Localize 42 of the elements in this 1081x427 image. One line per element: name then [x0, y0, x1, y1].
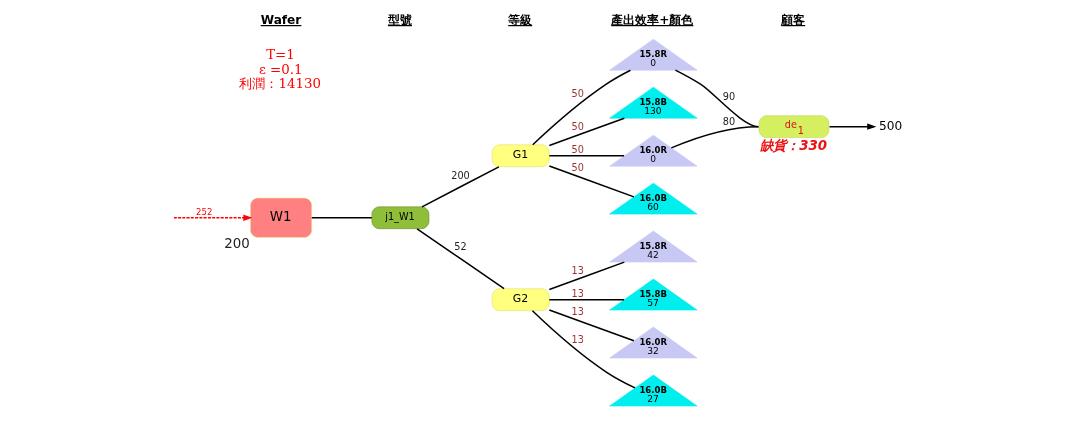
edge-label: 50 — [571, 87, 584, 99]
edge-label: 80 — [722, 116, 736, 128]
connector — [416, 228, 505, 290]
edge-label: 200 — [451, 170, 470, 182]
connector — [311, 217, 373, 219]
connector — [670, 125, 760, 149]
connector — [548, 261, 626, 291]
label: 利潤：14130 — [239, 76, 321, 92]
label: 等級 — [508, 13, 533, 27]
edge-label: 252 — [196, 207, 213, 218]
connector — [548, 165, 635, 198]
edge-label: 50 — [571, 120, 584, 132]
connector — [532, 69, 632, 146]
edge-label: 52 — [454, 241, 467, 253]
edge-label: 13 — [571, 305, 584, 317]
label: T=1 — [266, 46, 295, 62]
node-box: W1 — [250, 197, 313, 238]
connector — [548, 155, 625, 157]
edge-label: 13 — [571, 264, 584, 276]
label: ε =0.1 — [258, 61, 303, 77]
node-label: 缺貨：330 — [760, 138, 828, 154]
label: 產出效率+顏色 — [611, 13, 694, 27]
connector — [531, 309, 636, 389]
node-label: 200 — [224, 236, 250, 252]
node-box: G1 — [491, 144, 550, 168]
node-box: G2 — [491, 288, 550, 311]
edge-label: 13 — [571, 287, 584, 299]
label: 顧客 — [781, 13, 806, 27]
edge-label: 90 — [722, 91, 736, 103]
connector — [421, 166, 500, 208]
edge-label: 13 — [571, 333, 584, 345]
label: 型號 — [387, 13, 412, 27]
label: Wafer — [260, 13, 302, 27]
connector — [548, 117, 626, 147]
node-box: j1_W1 — [371, 206, 430, 229]
edge-label: 50 — [571, 161, 584, 173]
connector — [548, 309, 635, 342]
arrow — [173, 214, 253, 221]
edge-label: 50 — [571, 143, 584, 155]
arrow — [828, 123, 877, 130]
node-text: 500 — [879, 118, 903, 133]
connector — [548, 299, 625, 301]
